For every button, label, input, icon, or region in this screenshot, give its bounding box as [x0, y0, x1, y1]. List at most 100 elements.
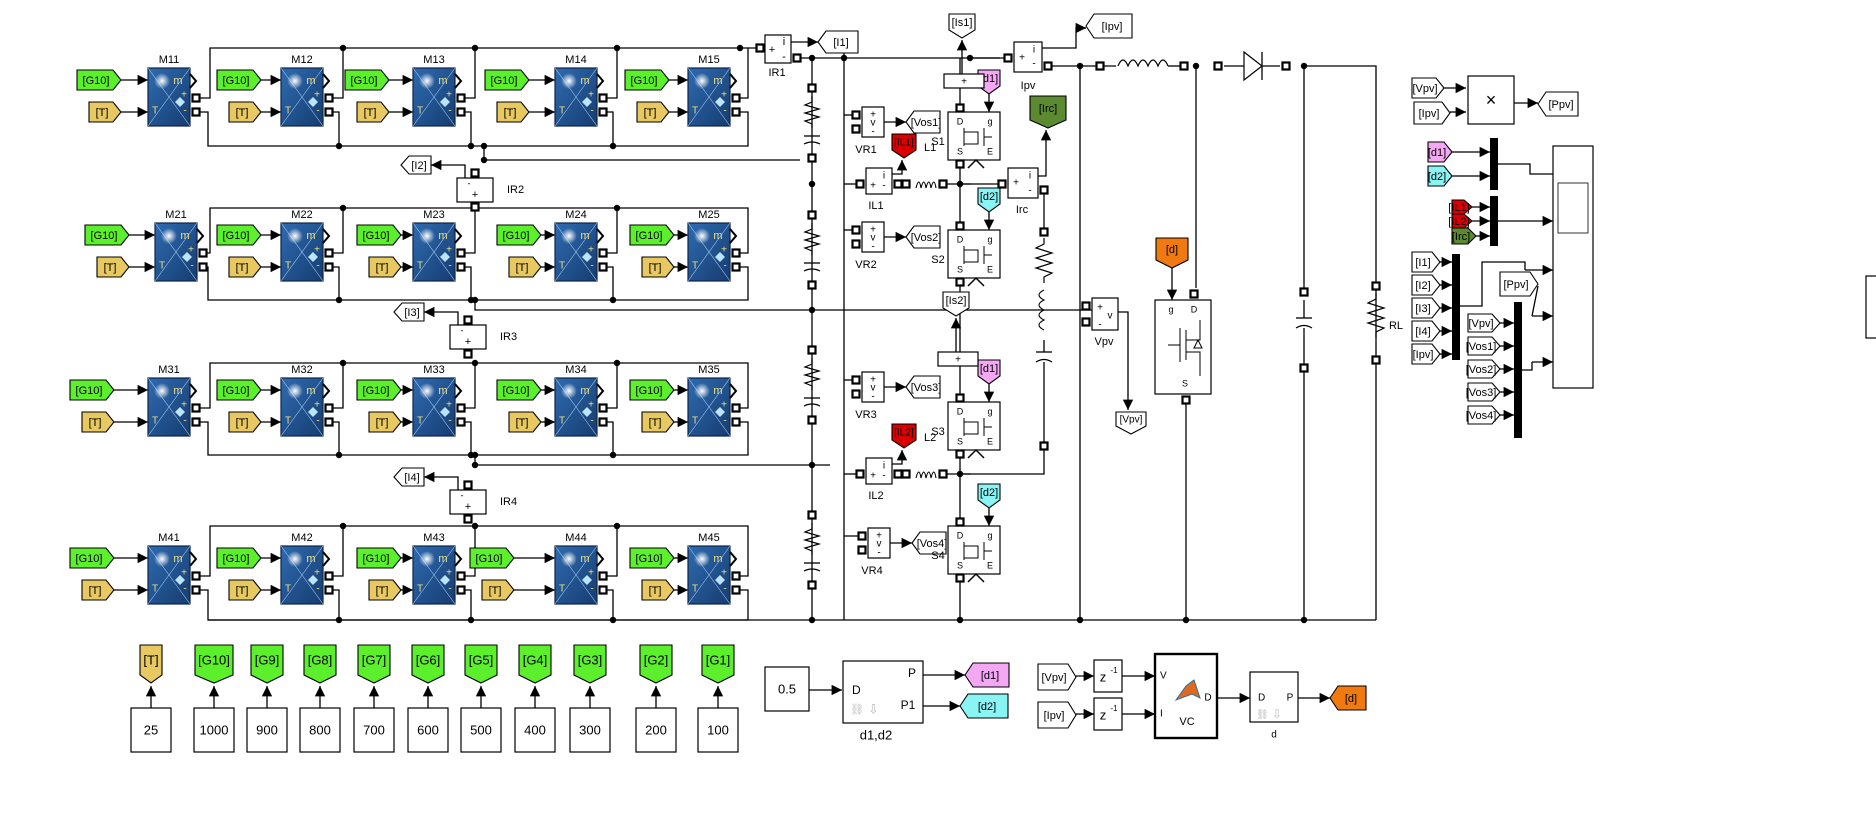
from-Ppv[interactable]: [Ppv] — [1499, 271, 1539, 297]
voltage-sensor-VR1[interactable] — [861, 106, 885, 138]
from-[Vpv][interactable]: [Vpv] — [1467, 313, 1501, 333]
goto-source-tag[interactable]: [G8] — [303, 644, 337, 684]
temperature-tag[interactable]: [T] — [636, 101, 670, 123]
goto-Vpv[interactable]: [Vpv] — [1115, 411, 1147, 435]
goto-[IL1][interactable]: [IL1] — [891, 133, 917, 159]
goto-source-tag[interactable]: [G10] — [194, 644, 234, 684]
from-IL1[interactable]: [IL1] — [1448, 199, 1473, 215]
constant-source-block[interactable] — [246, 707, 288, 753]
goto-source-tag[interactable]: [G5] — [464, 644, 498, 684]
temperature-tag[interactable]: [T] — [228, 411, 262, 433]
goto-[Is2][interactable]: [Is2] — [942, 291, 970, 317]
irradiance-tag[interactable]: [G10] — [469, 547, 515, 569]
pv-module[interactable]: mT+-M14 — [554, 54, 605, 127]
inductor-current-sensor-IL2[interactable] — [865, 457, 893, 485]
from-d2[interactable]: [d2] — [1427, 165, 1453, 187]
goto-[Vos3][interactable]: [Vos3] — [905, 375, 941, 399]
goto-source-tag[interactable]: [G9] — [250, 644, 284, 684]
from-[Vos2][interactable]: [Vos2] — [1466, 359, 1501, 379]
from-[I1][interactable]: [I1] — [1411, 251, 1441, 273]
temperature-tag[interactable]: [T] — [641, 256, 675, 278]
from-[Ipv][interactable]: [Ipv] — [1411, 343, 1441, 365]
pv-module[interactable]: mT+-M11 — [147, 54, 198, 127]
from-[I2][interactable]: [I2] — [1411, 274, 1441, 296]
temperature-tag[interactable]: [T] — [88, 101, 122, 123]
goto-[I3][interactable]: [I3] — [393, 302, 425, 322]
gate-tag-[d2][interactable]: [d2] — [977, 483, 1001, 509]
pv-module[interactable]: mT+-M25 — [687, 209, 738, 282]
from-[Vos1][interactable]: [Vos1] — [1466, 336, 1501, 356]
temperature-tag[interactable]: [T] — [496, 101, 530, 123]
scope-block[interactable] — [1552, 145, 1594, 389]
current-sensor-IR3[interactable] — [449, 324, 487, 350]
goto-source-tag[interactable]: [G3] — [573, 644, 607, 684]
goto-source-tag[interactable]: [G1] — [701, 644, 735, 684]
constant-source-block[interactable] — [460, 707, 502, 753]
irradiance-tag[interactable]: [G10] — [624, 69, 670, 91]
product-block[interactable] — [1467, 75, 1515, 125]
constant-source-block[interactable] — [635, 707, 677, 753]
irradiance-tag[interactable]: [G10] — [216, 547, 262, 569]
from-IL2[interactable]: [IL2] — [1448, 213, 1473, 229]
from-Vpv[interactable]: [Vpv] — [1411, 77, 1445, 99]
temperature-tag[interactable]: [T] — [96, 256, 130, 278]
irradiance-tag[interactable]: [G10] — [69, 379, 115, 401]
gate-tag-[d2][interactable]: [d2] — [977, 187, 1001, 213]
pv-module[interactable]: mT+-M23 — [412, 209, 463, 282]
constant-source-block[interactable] — [130, 707, 172, 753]
irradiance-tag[interactable]: [G10] — [356, 224, 402, 246]
pv-module[interactable]: mT+-M15 — [687, 54, 738, 127]
goto-[Vos2][interactable]: [Vos2] — [905, 225, 941, 249]
current-sensor-Irc[interactable] — [1007, 167, 1039, 199]
from-[I3][interactable]: [I3] — [1411, 297, 1441, 319]
constant-source-block[interactable] — [299, 707, 341, 753]
pv-module[interactable]: mT+-M22 — [280, 209, 331, 282]
pv-module[interactable]: mT+-M44 — [554, 532, 605, 605]
inductor-current-sensor-IL1[interactable] — [865, 167, 893, 195]
goto-d1[interactable]: [d1] — [964, 662, 1010, 688]
irradiance-tag[interactable]: [G10] — [496, 379, 542, 401]
constant-0.5[interactable] — [764, 666, 810, 712]
pv-module[interactable]: mT+-M12 — [280, 54, 331, 127]
pv-module[interactable]: mT+-M24 — [554, 209, 605, 282]
from-Ipv[interactable]: [Ipv] — [1037, 701, 1077, 729]
goto-source-tag[interactable]: [G7] — [357, 644, 391, 684]
temperature-tag[interactable]: [T] — [368, 411, 402, 433]
goto-source-tag[interactable]: [G2] — [639, 644, 673, 684]
goto-d[interactable]: [d] — [1329, 685, 1367, 711]
constant-source-block[interactable] — [193, 707, 235, 753]
temperature-tag[interactable]: [T] — [508, 256, 542, 278]
current-sensor-IR2[interactable] — [456, 177, 494, 203]
irradiance-tag[interactable]: [G10] — [356, 547, 402, 569]
irradiance-tag[interactable]: [G10] — [84, 224, 130, 246]
temperature-tag[interactable]: [T] — [81, 411, 115, 433]
goto-[I2][interactable]: [I2] — [400, 155, 432, 175]
temperature-tag[interactable]: [T] — [356, 101, 390, 123]
from-[I4][interactable]: [I4] — [1411, 320, 1441, 342]
constant-source-block[interactable] — [407, 707, 449, 753]
voltage-sensor-VR2[interactable] — [861, 221, 885, 253]
irradiance-tag[interactable]: [G10] — [484, 69, 530, 91]
irradiance-tag[interactable]: [G10] — [76, 69, 122, 91]
temperature-tag[interactable]: [T] — [81, 579, 115, 601]
goto-d[interactable]: [d] — [1155, 237, 1189, 269]
goto-[I4][interactable]: [I4] — [393, 467, 425, 487]
irradiance-tag[interactable]: [G10] — [496, 224, 542, 246]
pv-module[interactable]: mT+-M34 — [554, 364, 605, 437]
constant-source-block[interactable] — [697, 707, 739, 753]
from-Irc[interactable]: [Irc] — [1451, 227, 1477, 245]
goto-Ipv[interactable]: [Ipv] — [1085, 13, 1133, 39]
temperature-tag[interactable]: [T] — [641, 579, 675, 601]
from-Vpv[interactable]: [Vpv] — [1037, 663, 1077, 691]
from-Ipv[interactable]: [Ipv] — [1413, 101, 1451, 125]
pv-module[interactable]: mT+-M31 — [147, 364, 198, 437]
irradiance-tag[interactable]: [G10] — [216, 224, 262, 246]
pv-module[interactable]: mT+-M45 — [687, 532, 738, 605]
goto-source-tag[interactable]: [G6] — [411, 644, 445, 684]
irradiance-tag[interactable]: [G10] — [216, 69, 262, 91]
